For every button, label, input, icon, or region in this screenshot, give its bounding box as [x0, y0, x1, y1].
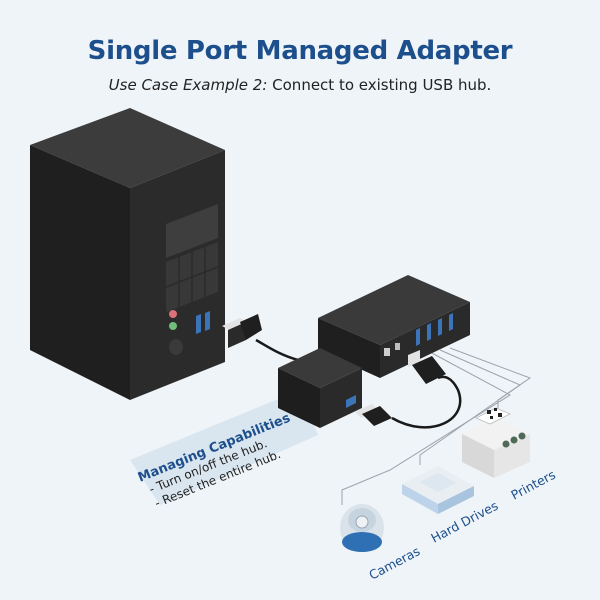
managed-adapter [278, 348, 362, 428]
subtitle-prefix: Use Case Example 2: [108, 76, 268, 94]
usb-cables [255, 338, 462, 429]
hub-dc-jack [395, 343, 400, 350]
hub-usb-port-4 [449, 313, 453, 331]
hub-usb-port-2 [427, 323, 431, 341]
pc-bay-grid-lines [165, 247, 219, 307]
pc-usb-port-1 [196, 314, 201, 334]
cable-adapter-to-hub [391, 375, 462, 429]
page-subtitle: Use Case Example 2: Connect to existing … [0, 76, 600, 94]
adapter-usb-port [346, 395, 356, 408]
label-printers: Printers [508, 467, 558, 503]
pc-power-led-icon [169, 310, 177, 318]
capabilities-panel [130, 390, 318, 505]
pc-bay-top [166, 204, 218, 258]
pc-tower-left-side [30, 145, 130, 400]
adapter-left-side [278, 368, 320, 428]
adapter-front [320, 368, 362, 428]
pc-power-button-icon [169, 339, 183, 355]
hub-power-port [384, 348, 390, 356]
usb-hub [318, 275, 470, 378]
pc-tower [30, 108, 225, 400]
usb-plug-adapter [355, 404, 392, 426]
subtitle-rest: Connect to existing USB hub. [267, 76, 492, 94]
connection-lines [341, 347, 532, 505]
camera-lens-icon [355, 515, 369, 529]
page-title: Single Port Managed Adapter [87, 36, 513, 66]
printer-button-icon [502, 440, 510, 448]
printer-qr-icon [487, 408, 502, 419]
cable-pc-to-adapter [255, 338, 299, 362]
pc-usb-port-2 [205, 311, 210, 331]
printer-button-icon-2 [510, 436, 518, 444]
usb-hub-front [380, 302, 470, 378]
usb-plug-pc [222, 314, 262, 348]
usb-hub-left-side [318, 318, 380, 378]
hard-drive-device [402, 466, 474, 514]
pc-tower-top [30, 108, 225, 188]
camera-device [340, 504, 384, 552]
printer-device [462, 407, 530, 478]
usb-hub-top [318, 275, 470, 345]
hub-usb-port-1 [416, 328, 420, 346]
printer-button-icon-3 [518, 432, 526, 440]
hub-usb-port-3 [438, 318, 442, 336]
usb-plug-hub [408, 350, 446, 384]
pc-status-led-icon [169, 322, 177, 330]
